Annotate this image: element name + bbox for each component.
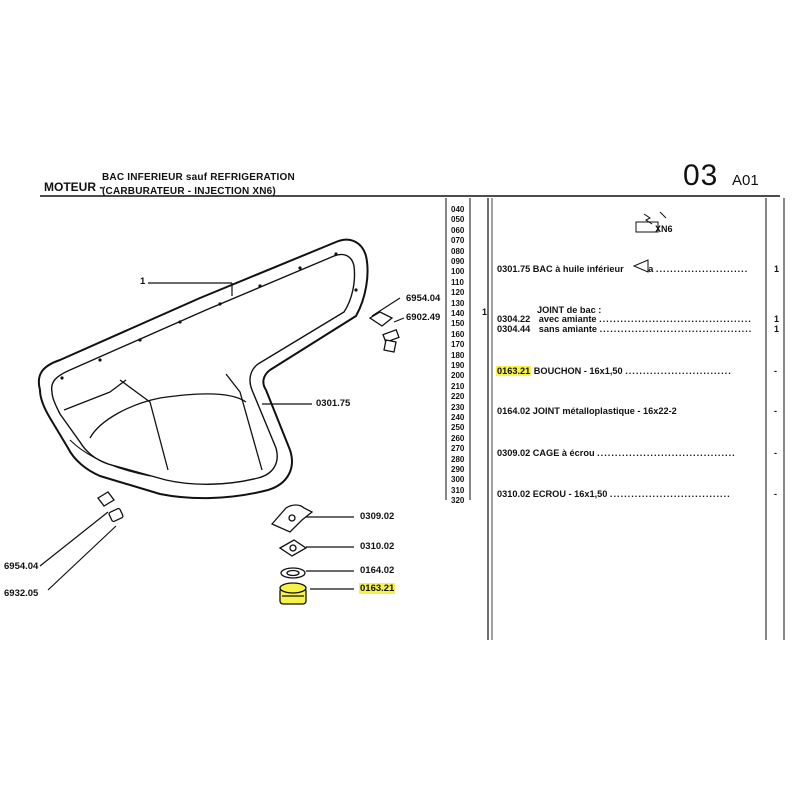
table-row: 0164.02 JOINT métalloplastique - 16x22-2 xyxy=(497,406,677,416)
page-title-line2: (CARBURATEUR - INJECTION XN6) xyxy=(102,186,276,197)
line-code: 170 xyxy=(451,340,465,350)
part-suffix: a xyxy=(648,264,654,274)
part-desc: BOUCHON - 16x1,50 xyxy=(533,366,623,376)
table-row: 0304.44 sans amiante ...................… xyxy=(497,324,753,334)
table-row: 0309.02 CAGE à écrou ...................… xyxy=(497,448,736,458)
part-desc: CAGE à écrou xyxy=(532,448,595,458)
line-code: 300 xyxy=(451,475,465,485)
line-code: 190 xyxy=(451,361,465,370)
part-ref: 0164.02 xyxy=(497,406,531,416)
line-code: 090 xyxy=(451,257,465,266)
part-desc: JOINT métalloplastique - 16x22-2 xyxy=(532,406,677,416)
callout-6954-04-top: 6954.04 xyxy=(406,293,441,304)
line-code: 320 xyxy=(451,496,465,506)
table-row: 0304.22 avec amiante ...................… xyxy=(497,314,752,324)
table-row: 0310.02 ECROU - 16x1,50 ................… xyxy=(497,489,731,499)
part-qty: - xyxy=(774,489,777,499)
part-desc: ECROU - 16x1,50 xyxy=(532,489,608,499)
part-ref: 0310.02 xyxy=(497,489,531,499)
part-qty: 1 xyxy=(774,324,780,334)
table-row-highlighted: 0163.21 BOUCHON - 16x1,50 ..............… xyxy=(496,366,732,376)
line-code: 280 xyxy=(451,454,465,464)
line-code: 210 xyxy=(451,381,465,391)
callout-6902-49: 6902.49 xyxy=(406,312,441,323)
line-code: 180 xyxy=(451,350,465,360)
line-code: 130 xyxy=(451,298,465,308)
callout-6954-04-left: 6954.04 xyxy=(4,561,39,572)
part-qty: 1 xyxy=(774,264,780,274)
part-qty: 1 xyxy=(774,314,780,324)
line-code: 100 xyxy=(451,267,465,277)
section-label: MOTEUR - xyxy=(44,180,104,194)
line-code: 200 xyxy=(451,371,465,381)
line-code: 080 xyxy=(451,246,465,256)
line-code: 220 xyxy=(451,392,465,402)
part-ref: 0304.44 xyxy=(497,324,531,334)
part-desc: sans amiante xyxy=(538,324,597,334)
engine-code: XN6 xyxy=(655,224,673,234)
part-ref: 0309.02 xyxy=(497,448,531,458)
line-code: 240 xyxy=(451,413,465,422)
callout-0301-75: 0301.75 xyxy=(316,398,351,409)
callout-0164-02: 0164.02 xyxy=(360,565,395,576)
line-code: 070 xyxy=(451,236,465,246)
part-desc: avec amiante xyxy=(538,314,597,324)
section-number: 03 xyxy=(683,159,719,192)
part-desc: BAC à huile inférieur xyxy=(532,264,624,274)
part-qty: - xyxy=(774,366,777,376)
line-code: 140 xyxy=(451,309,465,318)
line-code: 050 xyxy=(451,215,465,225)
line-code: 310 xyxy=(451,485,465,495)
sub-reference: A01 xyxy=(732,172,759,189)
part-qty: - xyxy=(774,448,777,458)
table-row: 0301.75 BAC à huile inférieur a ........… xyxy=(497,264,749,274)
line-code: 160 xyxy=(451,329,465,339)
part-ref: 0163.21 xyxy=(496,366,532,376)
line-code: 270 xyxy=(451,444,465,454)
callout-0163-21: 0163.21 xyxy=(359,583,396,594)
line-code: 250 xyxy=(451,423,465,433)
line-code: 060 xyxy=(451,225,465,235)
line-code: 260 xyxy=(451,433,465,443)
line-code: 150 xyxy=(451,319,465,329)
line-code: 040 xyxy=(451,205,465,214)
callout-1: 1 xyxy=(140,276,146,287)
part-ref: 0304.22 xyxy=(497,314,531,324)
part-ref: 0301.75 xyxy=(497,264,531,274)
page-title-line1: BAC INFERIEUR sauf REFRIGERATION xyxy=(102,172,295,183)
line-code: 290 xyxy=(451,465,465,474)
callout-0310-02: 0310.02 xyxy=(360,541,395,552)
line-code: 120 xyxy=(451,288,465,298)
line-code: 110 xyxy=(451,277,464,287)
table-row-group-heading: JOINT de bac : xyxy=(537,305,602,315)
callout-6932-05: 6932.05 xyxy=(4,588,39,599)
callout-0309-02: 0309.02 xyxy=(360,511,395,522)
part-qty: - xyxy=(774,406,777,416)
line-code: 230 xyxy=(451,402,465,412)
column-marker: 1 xyxy=(482,307,488,317)
